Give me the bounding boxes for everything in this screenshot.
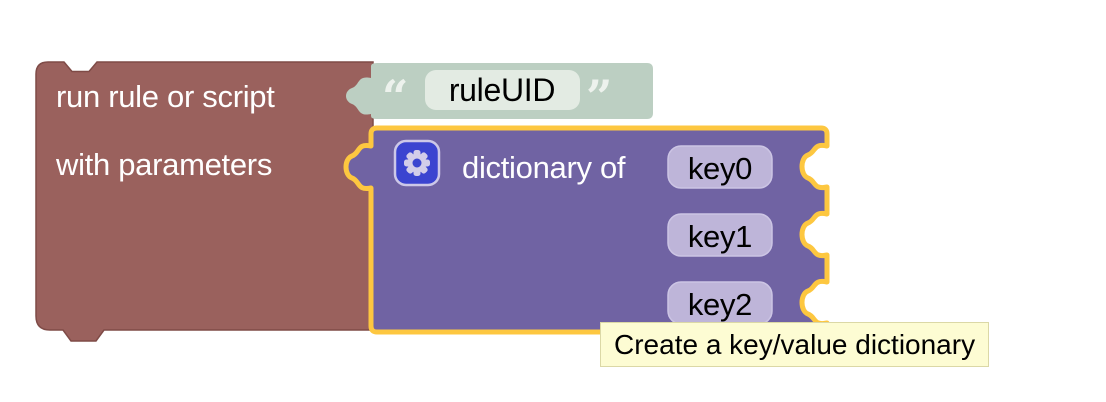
gear-icon bbox=[404, 150, 430, 176]
key0-field[interactable] bbox=[667, 145, 773, 189]
rule-uid-field[interactable] bbox=[425, 70, 580, 110]
open-quote-icon: “ bbox=[382, 70, 408, 124]
key1-value[interactable]: key1 bbox=[688, 219, 753, 254]
mutator-gear-button[interactable] bbox=[393, 139, 441, 187]
key2-value[interactable]: key2 bbox=[688, 287, 753, 322]
run-rule-label: run rule or script bbox=[56, 79, 275, 114]
key1-field[interactable] bbox=[667, 213, 773, 257]
tooltip: Create a key/value dictionary bbox=[600, 322, 990, 367]
rule-uid-value[interactable]: ruleUID bbox=[449, 72, 556, 108]
close-quote-icon: ” bbox=[586, 70, 612, 124]
with-parameters-label: with parameters bbox=[55, 147, 272, 182]
key0-value[interactable]: key0 bbox=[688, 151, 753, 186]
dictionary-of-label: dictionary of bbox=[462, 150, 626, 185]
